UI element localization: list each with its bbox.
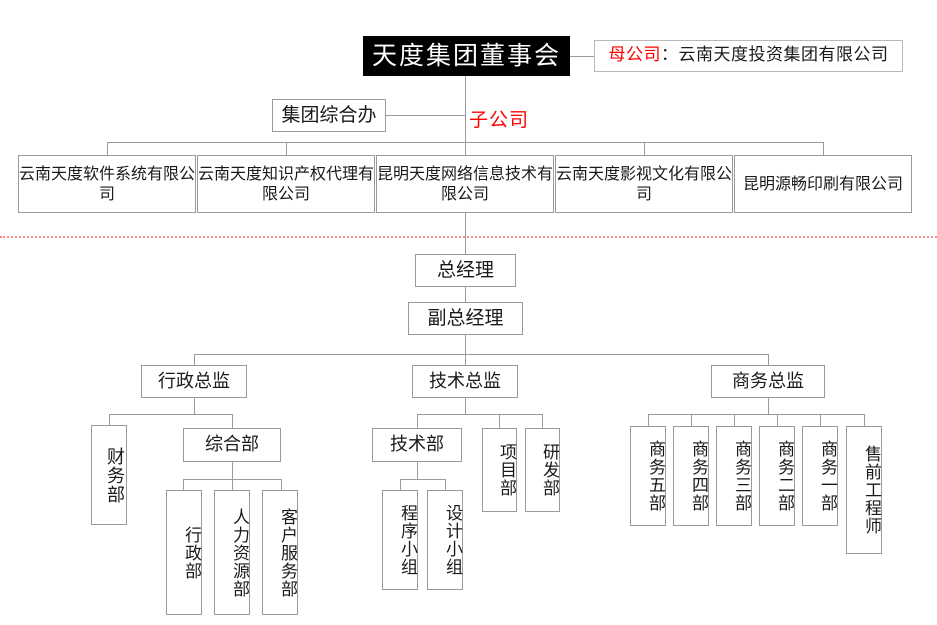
connector-admin-bus	[109, 414, 232, 415]
dept-box-business-5[interactable]: 商务五部	[630, 426, 666, 526]
subsidiary-box-3[interactable]: 昆明天度网络信息技术有限公司	[376, 155, 554, 213]
team-box-program[interactable]: 程序小组	[382, 490, 418, 590]
dept-box-presales-engineer[interactable]: 售前工程师	[846, 426, 882, 554]
connector-drop-subsidiary-4	[644, 142, 645, 155]
connector-drop-presales-engineer	[864, 414, 865, 426]
connector-drop-program-team	[400, 479, 401, 490]
connector-tech-dept-bus	[400, 479, 445, 480]
connector-tech-bus	[417, 414, 542, 415]
connector-drop-business-3	[734, 414, 735, 426]
connector-drop-director-1	[194, 354, 195, 365]
parent-company-name: 云南天度投资集团有限公司	[678, 45, 889, 66]
connector-drop-business-2	[777, 414, 778, 426]
connector-drop-business-5	[648, 414, 649, 426]
subsidiary-box-4[interactable]: 云南天度影视文化有限公司	[555, 155, 733, 213]
dept-box-project[interactable]: 项目部	[482, 428, 517, 512]
director-box-business[interactable]: 商务总监	[711, 365, 825, 398]
director-box-admin[interactable]: 行政总监	[141, 365, 247, 398]
dept-box-administration[interactable]: 行政部	[166, 490, 202, 615]
dept-box-human-resources[interactable]: 人力资源部	[214, 490, 250, 615]
connector-drop-business-1	[820, 414, 821, 426]
subsidiary-box-5[interactable]: 昆明源畅印刷有限公司	[734, 155, 912, 213]
connector-drop-subsidiary-3	[465, 142, 466, 155]
connector-tech-director-down	[465, 398, 466, 414]
connector-drop-rnd-dept	[542, 414, 543, 428]
connector-drop-admin-dept	[183, 479, 184, 490]
dept-box-customer-service[interactable]: 客户服务部	[262, 490, 298, 615]
dept-box-business-3[interactable]: 商务三部	[716, 426, 752, 526]
connector-directors-bus	[194, 354, 768, 355]
connector-spine-through-divider	[465, 213, 466, 254]
connector-drop-hr-dept	[232, 479, 233, 490]
connector-business-director-down	[768, 398, 769, 414]
connector-business-bus	[648, 414, 864, 415]
connector-drop-subsidiary-2	[286, 142, 287, 155]
connector-drop-subsidiary-5	[823, 142, 824, 155]
section-divider	[0, 236, 937, 238]
connector-drop-director-2	[465, 354, 466, 365]
parent-company-separator: ：	[661, 45, 679, 66]
board-of-directors-box[interactable]: 天度集团董事会	[363, 36, 570, 76]
general-manager-box[interactable]: 总经理	[415, 254, 516, 287]
connector-drop-customer-service-dept	[281, 479, 282, 490]
connector-drop-general-dept	[232, 414, 233, 428]
connector-dgm-down	[465, 335, 466, 354]
connector-drop-director-3	[768, 354, 769, 365]
connector-drop-tech-dept	[417, 414, 418, 428]
connector-general-dept-down	[232, 462, 233, 479]
director-box-tech[interactable]: 技术总监	[412, 365, 518, 398]
connector-board-to-parent-note	[570, 56, 594, 57]
connector-drop-project-dept	[499, 414, 500, 428]
subsidiary-box-2[interactable]: 云南天度知识产权代理有限公司	[197, 155, 375, 213]
subsidiary-tag-label: 子公司	[469, 109, 530, 131]
parent-company-note: 母公司：云南天度投资集团有限公司	[594, 40, 903, 72]
subsidiary-box-1[interactable]: 云南天度软件系统有限公司	[18, 155, 196, 213]
dept-box-business-1[interactable]: 商务一部	[802, 426, 838, 526]
connector-tech-dept-down	[417, 462, 418, 479]
connector-gm-to-dgm	[465, 287, 466, 302]
dept-box-general-affairs[interactable]: 综合部	[183, 428, 281, 462]
group-office-box[interactable]: 集团综合办	[272, 99, 386, 132]
connector-drop-finance-dept	[109, 414, 110, 425]
connector-group-office-row	[329, 115, 465, 116]
deputy-general-manager-box[interactable]: 副总经理	[408, 302, 523, 335]
connector-drop-subsidiary-1	[107, 142, 108, 155]
dept-box-business-4[interactable]: 商务四部	[673, 426, 709, 526]
dept-box-rnd[interactable]: 研发部	[525, 428, 560, 512]
team-box-design[interactable]: 设计小组	[427, 490, 463, 590]
connector-drop-design-team	[445, 479, 446, 490]
connector-drop-business-4	[691, 414, 692, 426]
connector-admin-director-down	[194, 398, 195, 414]
dept-box-business-2[interactable]: 商务二部	[759, 426, 795, 526]
dept-box-finance[interactable]: 财务部	[91, 425, 127, 525]
parent-company-tag: 母公司	[608, 45, 661, 66]
dept-box-technology[interactable]: 技术部	[372, 428, 462, 462]
connector-spine-to-subsidiaries	[465, 76, 466, 142]
